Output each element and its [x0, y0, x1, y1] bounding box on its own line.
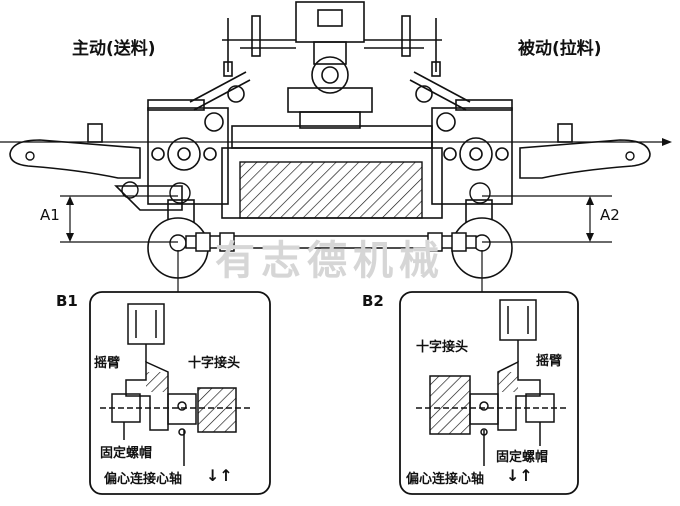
connecting-rod	[185, 232, 477, 252]
dimension-a2-label: A2	[600, 206, 620, 224]
b1-cross-joint-label: 十字接头	[188, 356, 241, 371]
dimension-a1-label: A1	[40, 206, 60, 224]
detail-box-left	[89, 291, 271, 495]
watermark: 有志德机械	[215, 238, 445, 284]
b1-rocker-arm-label: 摇臂	[94, 356, 121, 371]
b1-updown-arrows: ↓↑	[206, 466, 233, 485]
detail-box-right	[399, 291, 579, 495]
top-column	[222, 1, 442, 129]
left-swing-arm	[9, 139, 141, 179]
b2-lock-nut-label: 固定螺帽	[496, 450, 549, 465]
left-head	[87, 71, 251, 205]
b1-lock-nut-label: 固定螺帽	[100, 446, 153, 461]
feed-arrow-head	[662, 138, 672, 146]
b2-eccentric-shaft-label: 偏心连接心轴	[406, 472, 485, 487]
driven-side-label: 被动(拉料)	[518, 39, 602, 59]
detail-b2-label: B2	[362, 292, 384, 310]
b2-updown-arrows: ↓↑	[506, 466, 533, 485]
b2-cross-joint-label: 十字接头	[416, 340, 469, 355]
drive-side-label: 主动(送料)	[72, 39, 156, 59]
detail-b1-label: B1	[56, 292, 78, 310]
b1-eccentric-shaft-label: 偏心连接心轴	[104, 472, 183, 487]
right-swing-arm	[519, 139, 651, 179]
hatched-feed-block	[239, 161, 423, 219]
right-head	[409, 71, 573, 205]
dimension-lines	[60, 195, 612, 243]
b2-rocker-arm-label: 摇臂	[536, 354, 563, 369]
